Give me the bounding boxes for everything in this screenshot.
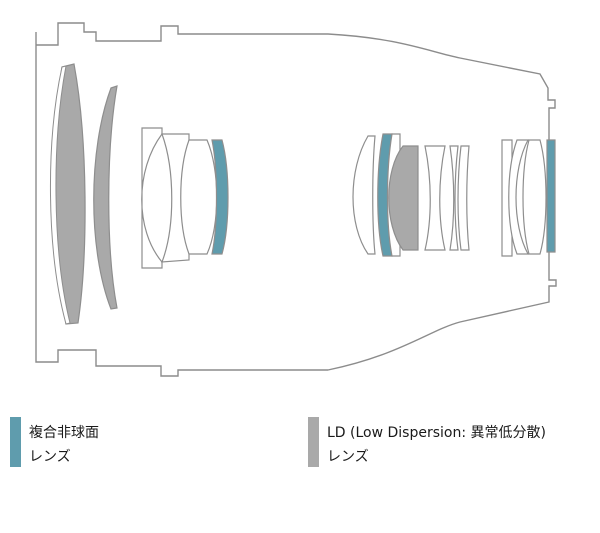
legend-aspheric-line2: レンズ <box>29 449 71 465</box>
lens-element-2-ld <box>93 85 118 310</box>
lens-element-12 <box>449 145 459 251</box>
lens-element-14 <box>501 139 513 257</box>
lens-element-17-aspheric <box>546 139 556 253</box>
lens-element-16 <box>522 139 547 255</box>
legend-ld: LD (Low Dispersion: 異常低分散) レンズ <box>308 417 598 467</box>
lens-element-1-rim <box>49 65 71 325</box>
legend-aspheric-swatch <box>10 417 21 467</box>
legend-ld-label: LD (Low Dispersion: 異常低分散) レンズ <box>327 421 546 469</box>
legend-aspheric-label: 複合非球面 レンズ <box>29 421 99 469</box>
lens-element-10-ld <box>388 145 419 251</box>
lens-element-6-aspheric <box>211 139 229 255</box>
legend-ld-line1: LD (Low Dispersion: 異常低分散) <box>327 425 546 441</box>
legend-ld-line2: レンズ <box>327 449 369 465</box>
lens-element-3 <box>141 127 163 269</box>
lens-element-5 <box>180 139 218 255</box>
lens-element-15 <box>508 139 530 255</box>
lens-element-7 <box>352 135 376 255</box>
legend-ld-swatch <box>308 417 319 467</box>
legend-aspheric: 複合非球面 レンズ <box>10 417 250 467</box>
legend-aspheric-line1: 複合非球面 <box>29 425 99 441</box>
lens-barrel-outline <box>35 22 557 377</box>
lens-element-13 <box>457 145 470 251</box>
lens-element-11 <box>424 145 446 251</box>
